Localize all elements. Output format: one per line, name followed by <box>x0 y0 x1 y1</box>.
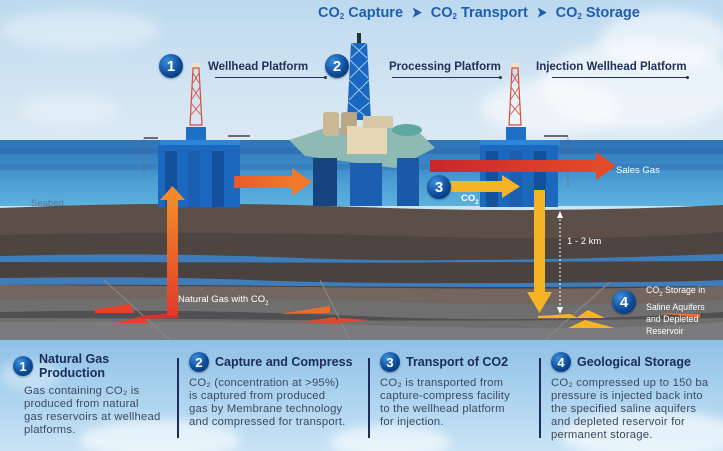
process-flow-title: CO2 Capture ➤ CO2 Transport ➤ CO2 Storag… <box>318 4 640 21</box>
natural-gas-arrow <box>160 186 185 315</box>
flow-step-storage: CO2 Storage <box>555 4 640 21</box>
step-title: Natural Gas Production <box>39 352 110 380</box>
co2-injection-arrow <box>527 190 552 313</box>
step-4-badge: 4 <box>551 352 571 372</box>
steps-info-panel: 1 Natural Gas Production Gas containing C… <box>0 340 723 451</box>
step-1-badge: 1 <box>13 356 33 376</box>
processing-platform <box>289 33 435 206</box>
co2-label: CO2 <box>461 193 479 206</box>
leader-line <box>552 77 687 78</box>
leader-dot <box>686 76 689 79</box>
chevron-right-icon: ➤ <box>536 4 547 20</box>
step-description: CO₂ (concentration at >95%)is captured f… <box>189 377 346 428</box>
step-title: Transport of CO2 <box>406 355 509 369</box>
flow-arrows <box>160 152 616 315</box>
leader-dot <box>324 76 327 79</box>
sales-gas-arrow <box>430 152 616 180</box>
leader-dot <box>499 76 502 79</box>
column-divider <box>177 358 179 438</box>
step-3-badge: 3 <box>427 175 451 199</box>
seabed-label: Seabed <box>31 198 64 209</box>
column-divider <box>539 358 541 438</box>
leader-line <box>215 77 325 78</box>
step-4-badge: 4 <box>612 290 636 314</box>
step-3-badge: 3 <box>380 352 400 372</box>
injection-platform-label: Injection Wellhead Platform <box>536 61 687 73</box>
step-2-capture-and-compress: 2 Capture and Compress CO₂ (concentration… <box>189 352 359 429</box>
storage-label: CO2 Storage in Saline Aquifers and Deple… <box>646 285 706 336</box>
depth-label: 1 - 2 km <box>567 236 602 247</box>
leader-line <box>392 77 500 78</box>
processing-platform-label: Processing Platform <box>389 61 501 73</box>
platform-2-badge: 2 <box>325 54 349 78</box>
step-1-natural-gas-production: 1 Natural Gas Production Gas containing C… <box>13 352 173 437</box>
step-3-transport-of-co2: 3 Transport of CO2 CO₂ is transported fro… <box>380 352 535 429</box>
co2-transport-arrow <box>449 175 520 198</box>
step-2-badge: 2 <box>189 352 209 372</box>
gas-to-processing-arrow <box>234 168 312 196</box>
sky-background <box>0 0 723 142</box>
column-divider <box>368 358 370 438</box>
sales-gas-label: Sales Gas <box>616 165 660 176</box>
flow-step-transport: CO2 Transport <box>430 4 528 21</box>
step-title: Capture and Compress <box>215 355 353 369</box>
platform-1-badge: 1 <box>159 54 183 78</box>
natural-gas-label: Natural Gas with CO2 <box>178 294 269 307</box>
chevron-right-icon: ➤ <box>411 4 422 20</box>
wellhead-platform-label: Wellhead Platform <box>208 61 309 73</box>
depth-dimension <box>557 211 563 314</box>
step-4-geological-storage: 4 Geological Storage CO₂ compressed up to… <box>551 352 723 442</box>
flow-step-capture: CO2 Capture <box>318 4 404 21</box>
step-title: Geological Storage <box>577 355 691 369</box>
